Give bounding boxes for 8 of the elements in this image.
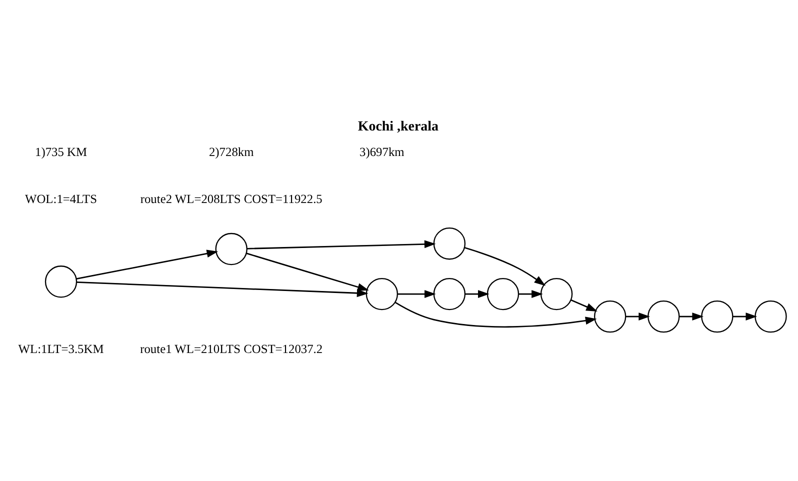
label: 2)728km [208,144,254,159]
label: route1 WL=210LTS COST=12037.2 [140,342,323,356]
label: route2 WL=208LTS COST=11922.5 [140,192,322,206]
label: WL:1LT=3.5KM [18,342,104,356]
label: WOL:1=4LTS [25,192,98,206]
label: 3)697km [360,144,404,159]
label: 1)735 KM [34,144,88,159]
diagram-title: Kochi ,kerala [358,120,438,135]
